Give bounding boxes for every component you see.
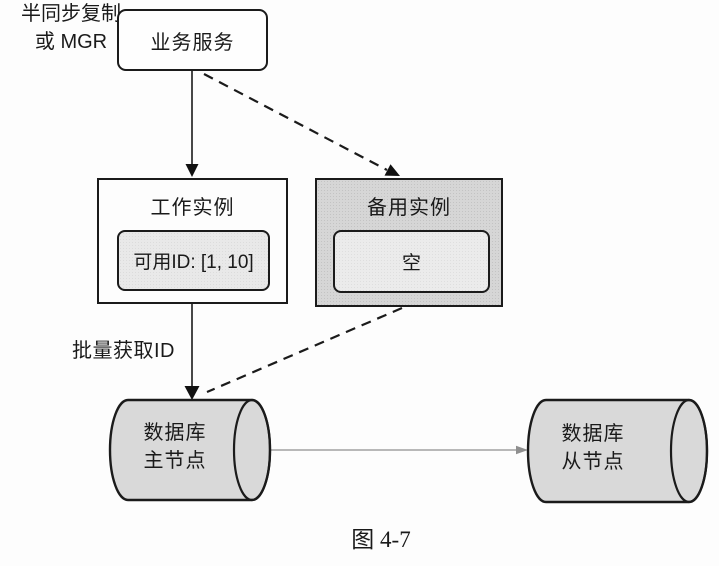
slave-db-label-line2: 从节点: [561, 451, 625, 473]
dashed-arrow-service-to-standby-head: [384, 164, 400, 176]
arrow-worker-to-master-head: [184, 386, 200, 400]
fetch-id-edge-label: 批量获取ID: [72, 340, 175, 362]
worker-available-id-value: 可用ID: [1, 10]: [133, 252, 254, 273]
master-db-label-line2: 主节点: [143, 450, 207, 472]
worker-instance-title: 工作实例: [150, 197, 235, 219]
dashed-line-standby-to-master: [206, 306, 403, 394]
slave-db-cylinder-rim: [669, 398, 709, 504]
standby-empty-value: 空: [401, 253, 421, 274]
worker-available-id-box: 可用ID: [1, 10]: [117, 230, 270, 291]
worker-instance-node: 工作实例 可用ID: [1, 10]: [97, 178, 288, 304]
master-db-cylinder: [108, 398, 272, 502]
dashed-arrow-service-to-standby-line: [203, 73, 388, 171]
replication-edge-label: 半同步复制 或 MGR: [0, 0, 142, 56]
slave-db-label: 数据库 从节点: [538, 420, 648, 476]
replication-edge-label-line1: 半同步复制: [21, 3, 121, 25]
master-db-label: 数据库 主节点: [120, 419, 230, 475]
standby-empty-box: 空: [333, 230, 490, 293]
master-db-label-line1: 数据库: [143, 422, 207, 444]
arrow-master-to-slave-head: [516, 445, 528, 455]
slave-db-cylinder: [526, 398, 709, 504]
slave-db-label-line1: 数据库: [561, 423, 625, 445]
figure-caption: 图 4-7: [351, 527, 411, 552]
master-db-cylinder-rim: [232, 398, 272, 502]
service-node: 业务服务: [117, 9, 268, 71]
standby-instance-node: 备用实例 空: [315, 178, 503, 307]
standby-instance-title: 备用实例: [367, 197, 451, 219]
arrow-service-to-worker-head: [185, 164, 199, 177]
replication-edge-label-line2: 或 MGR: [34, 31, 108, 53]
service-node-label: 业务服务: [150, 31, 235, 54]
